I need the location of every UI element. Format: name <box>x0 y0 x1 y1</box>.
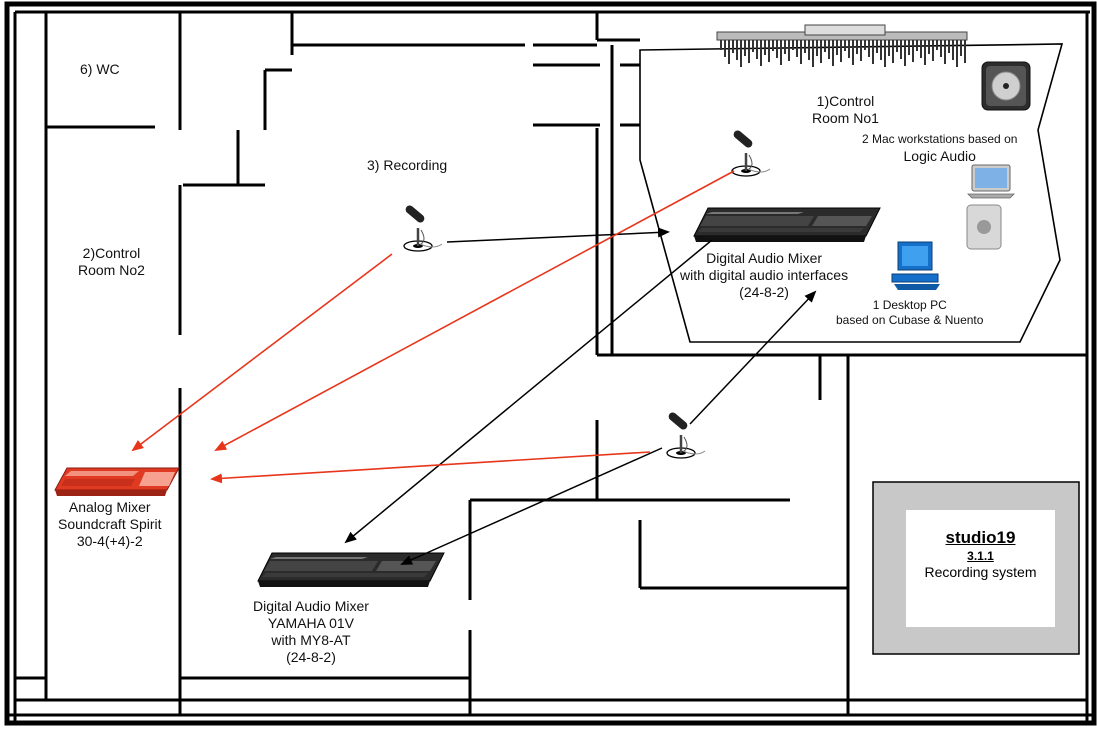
diffuser-slat <box>836 40 838 55</box>
digital-mixer-1-label: Digital Audio Mixer with digital audio i… <box>680 250 849 300</box>
control-room-1-shell <box>639 43 1064 343</box>
interior-walls <box>15 12 1087 715</box>
diffuser-slat <box>940 40 942 57</box>
diffuser-slat <box>748 40 750 63</box>
diffuser-slat <box>792 40 794 50</box>
diffuser-slat <box>724 40 726 57</box>
diffuser-slat <box>916 40 918 51</box>
signal-arrows-black <box>344 227 817 565</box>
diffuser-slat <box>736 40 738 60</box>
diffuser-slat <box>892 40 894 63</box>
diffuser-slat <box>908 40 910 55</box>
arrow-red-2 <box>214 170 735 451</box>
room-label-wc: 6) WC <box>80 61 120 77</box>
analog-mixer-label: Analog Mixer Soundcraft Spirit 30-4(+4)-… <box>58 499 162 549</box>
arrow-red-3 <box>210 451 651 484</box>
room-label-control-room-2: 2)Control Room No2 <box>78 245 145 278</box>
diffuser-slat <box>900 40 902 59</box>
diffuser-slat <box>920 40 922 58</box>
diffuser-slat <box>788 40 790 61</box>
badge-number: 3.1.1 <box>967 549 994 563</box>
diffuser-slat <box>728 40 730 64</box>
acoustic-panel-icon <box>716 24 968 67</box>
diffuser-slat <box>932 40 934 61</box>
diffuser-slat <box>960 40 962 56</box>
diffuser-slat <box>848 40 850 58</box>
diffuser-slat <box>832 40 834 66</box>
diffuser-slat <box>868 40 870 57</box>
diffuser-slat <box>944 40 946 64</box>
logic-audio-icon <box>981 61 1031 111</box>
diffuser-slat <box>888 40 890 56</box>
arrow-red-1 <box>131 253 393 452</box>
diffuser-slat <box>928 40 930 54</box>
diffuser-slat <box>780 40 782 65</box>
diffuser-slat <box>772 40 774 51</box>
arrow-mixer1-to-mixer2 <box>344 239 713 544</box>
diffuser-slat <box>740 40 742 67</box>
diffuser-slat <box>808 40 810 60</box>
arrow-mic3-to-mixer1 <box>446 227 670 243</box>
diffuser-slat <box>856 40 858 54</box>
diffuser-slat <box>896 40 898 52</box>
diffuser-slat <box>784 40 786 54</box>
diffuser-slat <box>812 40 814 67</box>
diffuser-slat <box>860 40 862 61</box>
diffuser-slat <box>924 40 926 65</box>
analog-mixer-icon <box>54 467 180 497</box>
desktop-pc-icon <box>891 241 940 290</box>
diffuser-slat <box>720 40 722 50</box>
arrow-mic2-to-mixer2 <box>400 447 663 565</box>
diffuser-slat <box>744 40 746 56</box>
mac-workstations-label: 2 Mac workstations based on Logic Audio <box>862 132 1018 164</box>
diffuser-slat <box>764 40 766 55</box>
diffuser-slat <box>956 40 958 67</box>
mac-pro-icon <box>966 204 1002 250</box>
diffuser-slat <box>752 40 754 52</box>
outer-walls <box>4 1 1097 726</box>
diffuser-slat <box>904 40 906 66</box>
diffuser-slat <box>872 40 874 64</box>
diffuser-slat <box>952 40 954 60</box>
diffuser-slat <box>800 40 802 64</box>
diffuser-slat <box>948 40 950 53</box>
desktop-pc-label: 1 Desktop PC based on Cubase & Nuento <box>836 298 984 327</box>
laptop-icon <box>967 164 1015 199</box>
diffuser-slat <box>840 40 842 62</box>
diffuser-slat <box>828 40 830 59</box>
diffuser-slat <box>732 40 734 53</box>
room-label-control-room-1: 1)Control Room No1 <box>812 93 879 126</box>
badge-title: studio19 <box>945 528 1016 547</box>
arrow-mic2-to-mixer1 <box>689 290 817 425</box>
diffuser-slat <box>864 40 866 50</box>
diffuser-slat <box>796 40 798 57</box>
microphone-icon <box>665 409 707 460</box>
diffuser-slat <box>768 40 770 62</box>
microphone-icon <box>402 202 444 253</box>
diffuser-slat <box>824 40 826 52</box>
microphone-icon <box>730 127 772 178</box>
diffuser-slat <box>804 40 806 53</box>
diffuser-slat <box>936 40 938 50</box>
diffuser-slat <box>852 40 854 65</box>
diffuser-slat <box>820 40 822 63</box>
diffuser-slat <box>912 40 914 62</box>
badge-subtitle: Recording system <box>924 564 1037 580</box>
digital-mixer-icon <box>693 207 881 243</box>
diffuser-slat <box>884 40 886 67</box>
room-label-recording: 3) Recording <box>367 157 448 173</box>
signal-arrows-red <box>131 170 735 484</box>
diffuser-slat <box>876 40 878 53</box>
digital-mixer-2-label: Digital Audio Mixer YAMAHA 01V with MY8-… <box>253 598 369 665</box>
diffuser-slat <box>844 40 846 51</box>
diffuser-slat <box>776 40 778 58</box>
diffuser-slat <box>756 40 758 59</box>
diffuser-slat <box>964 40 966 63</box>
studio-badge: studio19 3.1.1 Recording system <box>906 510 1055 627</box>
diffuser-slat <box>880 40 882 60</box>
diffuser-slat <box>760 40 762 66</box>
diffuser-slat <box>816 40 818 56</box>
